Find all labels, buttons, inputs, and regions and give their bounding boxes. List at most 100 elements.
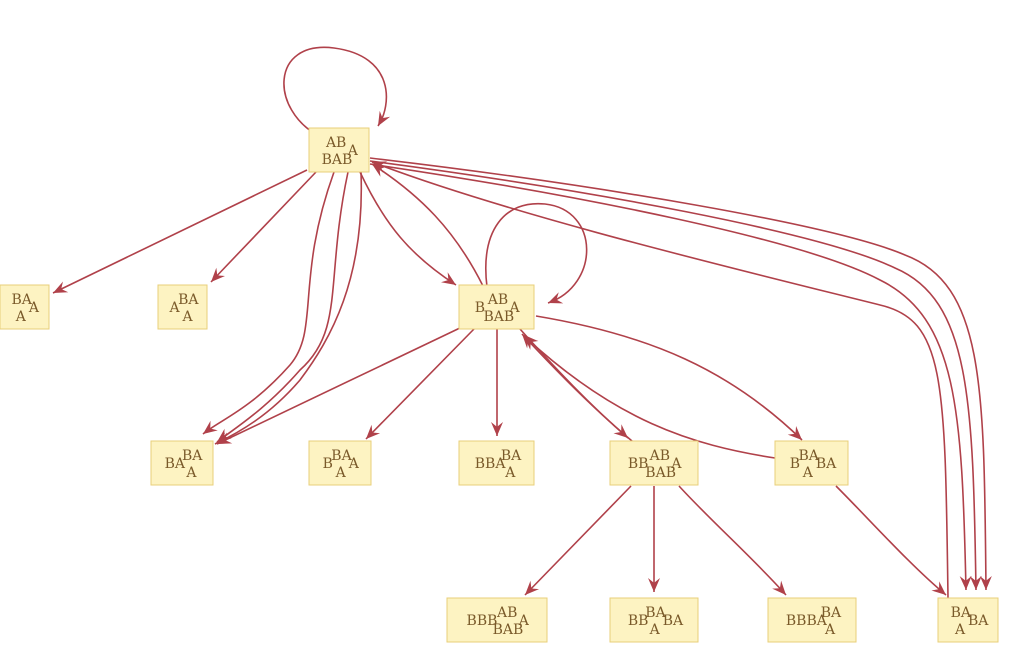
arrowhead-icon <box>525 580 540 595</box>
node-label-base: BA <box>663 613 684 629</box>
node-label-base: A <box>347 143 359 159</box>
edge-n3-n4 <box>216 326 463 445</box>
edge-line <box>216 171 349 443</box>
node-label-sup: BA <box>178 292 199 308</box>
arrowhead-icon <box>648 578 660 592</box>
edge-n0-n12 <box>369 157 992 591</box>
node-label-sup: BA <box>331 448 352 464</box>
edge-n8-n12 <box>835 485 947 596</box>
node-label-base: BBBA <box>786 613 828 629</box>
node-label-base: BBA <box>475 456 507 472</box>
node-box <box>937 597 999 643</box>
edge-line <box>365 328 475 440</box>
edge-line <box>835 485 947 596</box>
edge-n3-n3 <box>485 202 588 304</box>
edge-n8-n3 <box>523 335 776 459</box>
node-label-sup: AB <box>487 292 508 308</box>
arrowhead-icon <box>366 424 381 439</box>
edge-n7-n10 <box>648 486 660 592</box>
node-label-sup: BA <box>645 605 666 621</box>
arrowhead-icon <box>53 281 69 293</box>
edge-n3-n7 <box>519 328 629 439</box>
edge-line <box>369 163 967 591</box>
node-label-sub: A <box>824 622 836 638</box>
node-label-sub: A <box>649 622 661 638</box>
node-label-sup: BA <box>951 605 972 621</box>
node-label-base: A <box>670 456 682 472</box>
arrowhead-icon <box>772 580 786 595</box>
edge-n3-n5 <box>365 328 475 440</box>
edge-line <box>371 163 484 287</box>
node-label-base: BB <box>628 613 649 629</box>
edge-n12-n0 <box>371 161 949 599</box>
node-box <box>446 597 548 643</box>
node-label-base: BA <box>165 456 186 472</box>
edge-line <box>524 485 632 596</box>
edge-line <box>210 171 317 283</box>
node-label-base: A <box>28 300 40 316</box>
node-box <box>308 440 372 486</box>
arrowhead-icon <box>787 425 802 440</box>
edge-line <box>369 160 977 591</box>
node-box <box>150 440 214 486</box>
arrowhead-icon <box>203 420 218 434</box>
edge-line <box>283 46 388 137</box>
arrowhead-icon <box>548 292 564 304</box>
node-label-sub: A <box>504 465 516 481</box>
arrowhead-icon <box>372 164 387 177</box>
edge-n0-n4 <box>214 171 363 445</box>
edge-line <box>678 485 787 596</box>
edge-line <box>216 326 463 445</box>
edge-n0-n4 <box>202 171 335 435</box>
edge-n0-n12 <box>369 163 972 591</box>
edge-n3-n6 <box>491 329 503 436</box>
edge-n0-n0 <box>283 46 391 137</box>
node-box <box>0 284 50 330</box>
edge-n3-n0 <box>371 163 484 287</box>
node-label-base: BA <box>968 613 989 629</box>
arrowhead-icon <box>969 575 982 590</box>
edge-n0-n1 <box>52 169 308 294</box>
edge-n7-n11 <box>678 485 787 596</box>
node-box <box>774 440 849 486</box>
node-label-sub: A <box>185 465 197 481</box>
node-box <box>308 127 370 173</box>
node-label-base: A <box>168 300 180 316</box>
node-label-sub: A <box>182 309 194 325</box>
node-label-sub: A <box>954 622 966 638</box>
node-label-base: A <box>348 456 360 472</box>
node-label-sub: BAB <box>645 465 676 481</box>
node-label-sup: AB <box>496 605 517 621</box>
node-box <box>458 284 535 330</box>
arrowhead-icon <box>979 575 992 590</box>
edge-line <box>523 335 776 459</box>
node-label-sub: BAB <box>483 309 514 325</box>
arrowhead-icon <box>524 336 539 350</box>
edge-n0-n2 <box>210 171 317 283</box>
edge-line <box>371 161 949 599</box>
edge-line <box>202 171 335 435</box>
node-label-base: BA <box>816 456 837 472</box>
node-label-sup: AB <box>649 448 670 464</box>
node-label-sup: BA <box>501 448 522 464</box>
node-label-sup: BA <box>798 448 819 464</box>
node-label-base: BBB <box>467 613 498 629</box>
node-box <box>609 597 699 643</box>
edge-line <box>359 171 457 286</box>
arrowhead-icon <box>211 267 226 282</box>
arrowhead-icon <box>491 422 503 436</box>
